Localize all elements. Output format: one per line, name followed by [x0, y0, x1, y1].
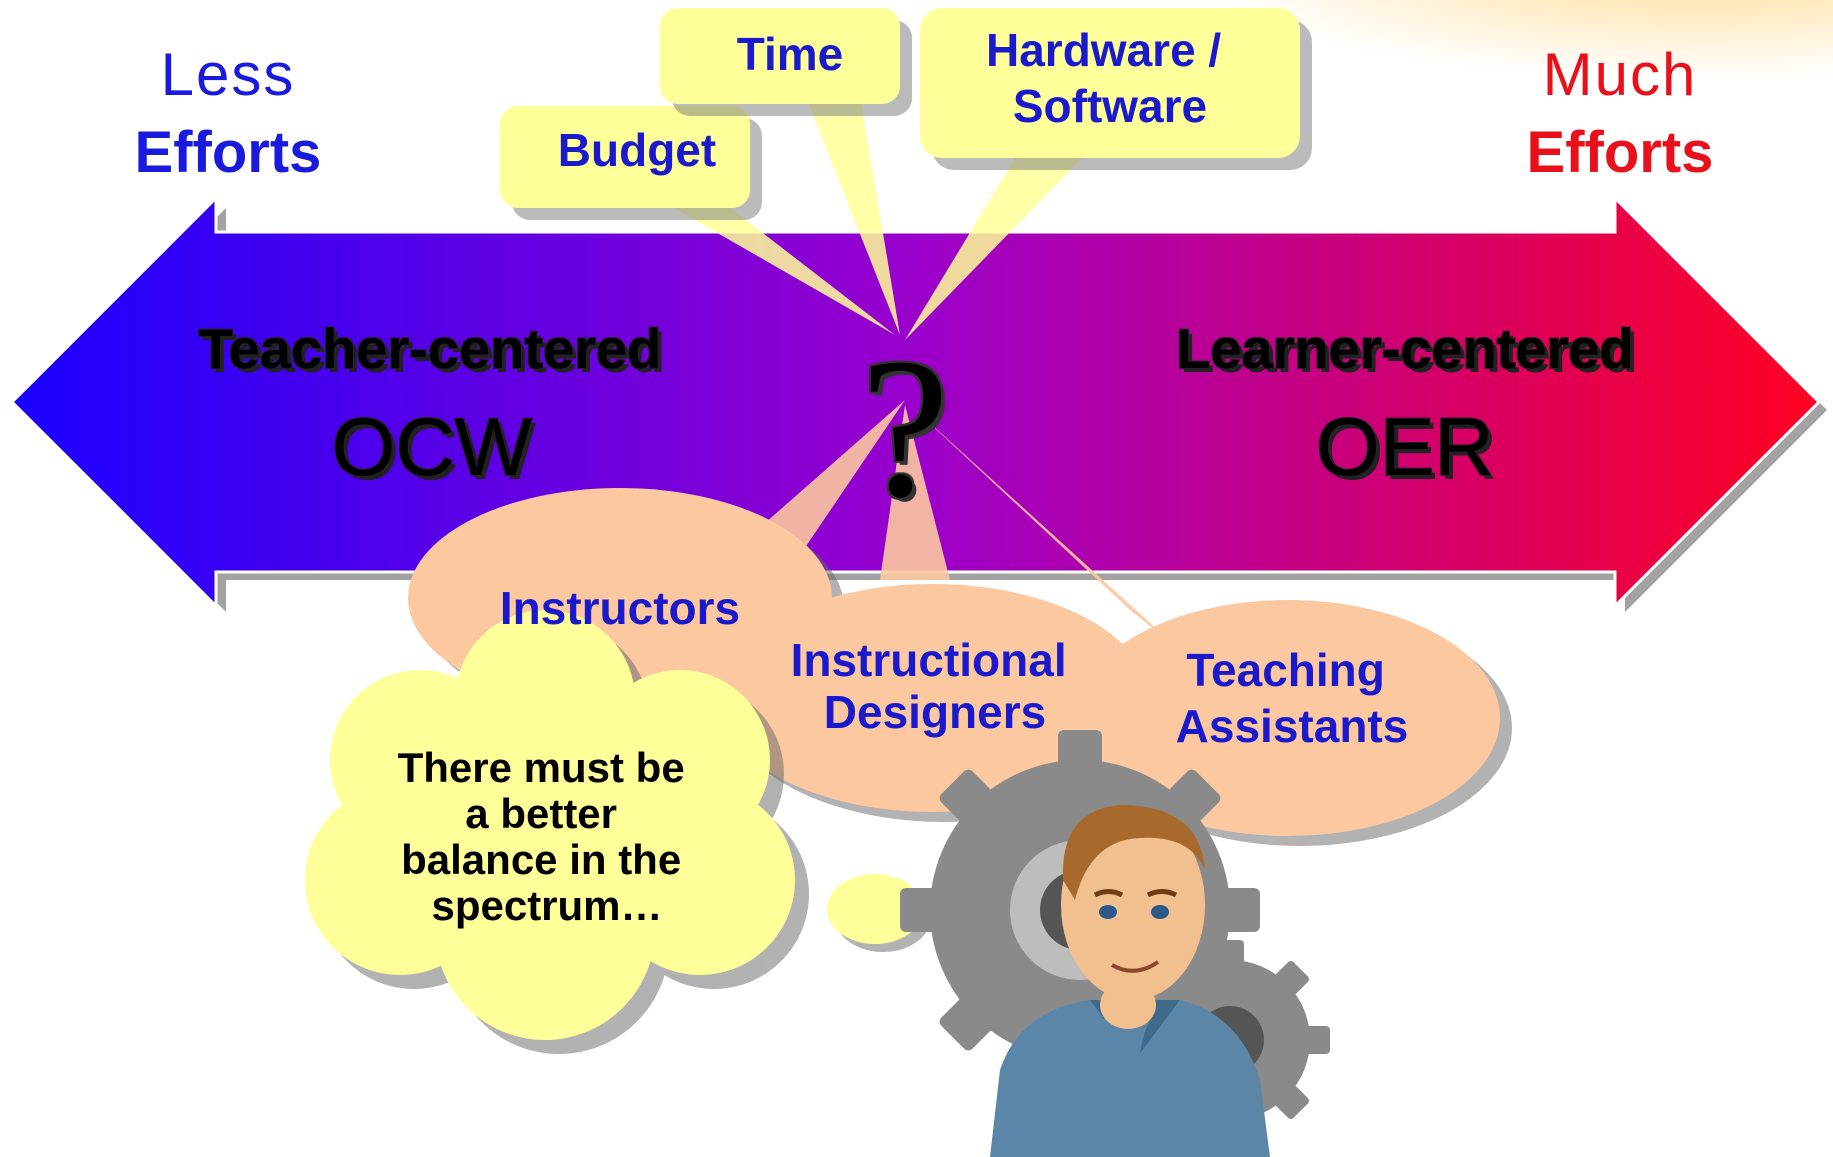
background-glow: [1209, 0, 1833, 80]
thinking-man-icon: [990, 805, 1270, 1157]
instructors-label: Instructors: [500, 582, 740, 634]
teaching-assistants-line: Teaching: [1186, 644, 1385, 696]
bubble-beams: [740, 400, 1180, 650]
time-label: Time: [737, 28, 844, 80]
hardware-software-line: Hardware /: [986, 24, 1221, 76]
thought-line: a better: [465, 790, 617, 837]
thought-line: spectrum…: [431, 882, 662, 929]
teacher-centered-title: Teacher-centered: [199, 317, 662, 380]
oer-acronym: OER: [1316, 402, 1494, 493]
question-mark-symbol: ?: [861, 318, 950, 539]
instructional-designers-line: Designers: [824, 686, 1046, 738]
teaching-assistants-label: Teaching Assistants: [1176, 644, 1409, 752]
spectrum-arrow: [9, 194, 1827, 612]
callout-beams: [660, 95, 1090, 340]
instructional-designers-line: Instructional: [791, 634, 1067, 686]
hardware-software-line: Software: [1013, 80, 1207, 132]
thought-cloud: [305, 610, 1061, 1054]
thought-line: balance in the: [401, 836, 681, 883]
less-qualifier: Less: [161, 41, 296, 108]
instructional-designers-label: Instructional Designers: [791, 634, 1080, 738]
learner-centered-title: Learner-centered: [1176, 317, 1634, 380]
less-efforts-word: Efforts: [135, 120, 322, 185]
much-efforts-word: Efforts: [1527, 120, 1714, 185]
factor-callouts: [500, 8, 1312, 220]
ocw-acronym: OCW: [332, 402, 533, 493]
much-qualifier: Much: [1543, 41, 1698, 108]
teaching-assistants-line: Assistants: [1176, 700, 1409, 752]
hardware-software-label: Hardware / Software: [986, 24, 1234, 132]
budget-label: Budget: [558, 124, 716, 176]
thought-text: There must be a better balance in the sp…: [398, 744, 697, 929]
thought-line: There must be: [398, 744, 685, 791]
